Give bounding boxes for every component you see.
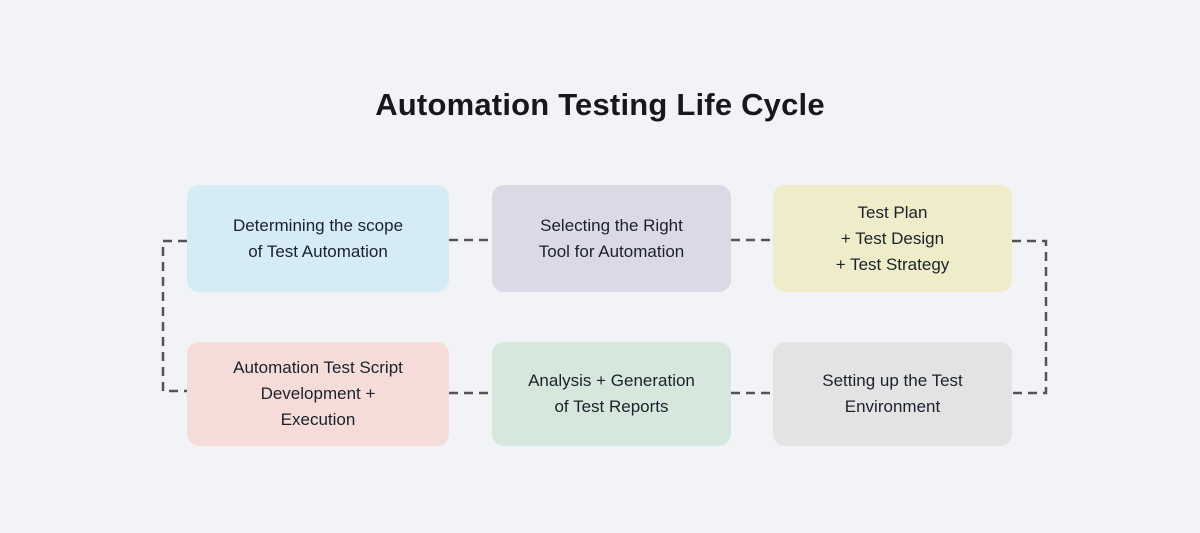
step-label: Analysis + Generation of Test Reports <box>528 371 695 416</box>
step-label: Setting up the Test Environment <box>822 371 963 416</box>
connector-step3-step6-right-elbow <box>1012 239 1048 395</box>
step-setup-environment: Setting up the Test Environment <box>773 342 1012 446</box>
step-plan-design-strategy: Test Plan + Test Design + Test Strategy <box>773 185 1012 292</box>
step-label: Determining the scope of Test Automation <box>232 215 404 261</box>
step-script-development-execution: Automation Test Script Development + Exe… <box>187 342 449 446</box>
step-label: Automation Test Script Development + Exe… <box>233 358 403 429</box>
step-label: Test Plan + Test Design + Test Strategy <box>835 202 950 274</box>
diagram-title: Automation Testing Life Cycle <box>375 87 825 122</box>
step-label: Selecting the Right Tool for Automation <box>538 215 685 261</box>
connector-step1-step4-left-elbow <box>161 239 187 393</box>
step-determining-scope: Determining the scope of Test Automation <box>187 185 449 292</box>
step-analysis-reports: Analysis + Generation of Test Reports <box>492 342 731 446</box>
step-selecting-tool: Selecting the Right Tool for Automation <box>492 185 731 292</box>
